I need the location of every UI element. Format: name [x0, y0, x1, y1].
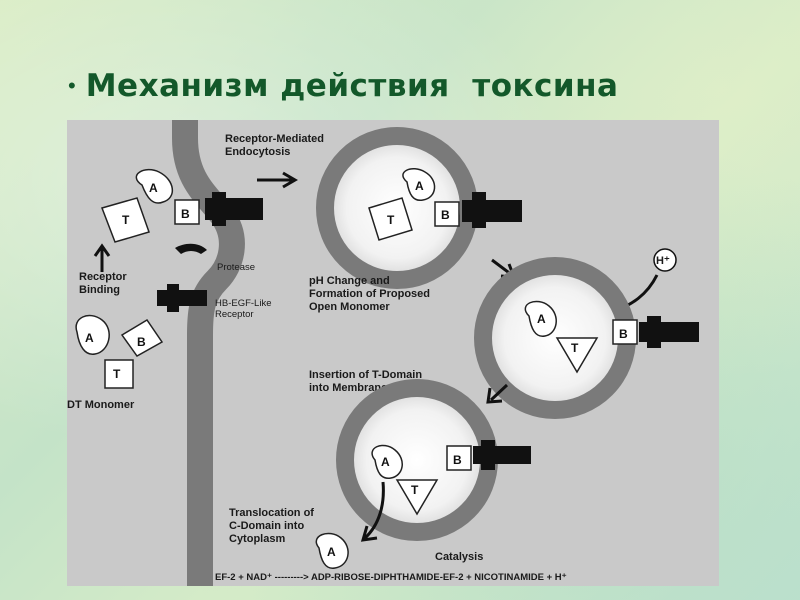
- label-hb-egf-1: HB-EGF-Like: [215, 298, 271, 309]
- cytoplasm-a-letter: A: [327, 545, 336, 559]
- diagram-svg: A T B Protease Receptor Binding HB-EGF-L…: [67, 120, 699, 586]
- proton-marker: [653, 248, 677, 272]
- vesicle-2-complex: A T B: [524, 300, 699, 374]
- monomer-a-letter: A: [85, 331, 94, 345]
- label-endocytosis-2: Endocytosis: [225, 146, 290, 158]
- title-bullet: •: [68, 73, 76, 98]
- label-protease: Protease: [217, 262, 255, 273]
- domain-a-letter: A: [149, 181, 158, 195]
- label-dt-monomer: DT Monomer: [67, 399, 135, 411]
- cytoplasm-a-domain: A: [315, 532, 349, 569]
- domain-b-letter: B: [181, 207, 190, 221]
- arrow-receptor-binding: [93, 243, 111, 272]
- label-ph-change-3: Open Monomer: [309, 301, 390, 313]
- label-insertion-2: into Membrane: [309, 382, 387, 394]
- v3-t-letter: T: [411, 483, 419, 497]
- monomer-t-letter: T: [113, 367, 121, 381]
- v3-b-letter: B: [453, 453, 462, 467]
- label-ph-change-2: Formation of Proposed: [309, 288, 430, 300]
- vesicle-3-complex: A T B: [371, 440, 531, 516]
- label-catalysis: Catalysis: [435, 551, 483, 563]
- label-insertion-1: Insertion of T-Domain: [309, 369, 422, 381]
- label-translocation-2: C-Domain into: [229, 520, 304, 532]
- domain-t-letter: T: [122, 213, 130, 227]
- label-endocytosis-1: Receptor-Mediated: [225, 133, 324, 145]
- label-ph-change-1: pH Change and: [309, 275, 390, 287]
- label-translocation-3: Cytoplasm: [229, 533, 285, 545]
- label-receptor-binding-2: Binding: [79, 284, 120, 296]
- label-proton: H⁺: [656, 255, 670, 267]
- label-translocation-1: Translocation of: [229, 507, 314, 519]
- v1-b-letter: B: [441, 208, 450, 222]
- arrow-insertion: [486, 383, 509, 404]
- v2-t-letter: T: [571, 341, 579, 355]
- label-reaction: EF-2 + NAD⁺ ---------> ADP-RIBOSE-DIPHTH…: [215, 572, 567, 583]
- bound-toxin-complex: A T B: [101, 168, 263, 243]
- v1-t-letter: T: [387, 213, 395, 227]
- arrow-endocytosis: [257, 171, 298, 189]
- v2-a-letter: A: [537, 312, 546, 326]
- arrow-translocation: [360, 481, 385, 542]
- vesicle-1-complex: A T B: [368, 168, 522, 241]
- label-hb-egf-2: Receptor: [215, 309, 254, 320]
- cell-membrane: [172, 120, 245, 586]
- v2-b-letter: B: [619, 327, 628, 341]
- monomer-b-letter: B: [137, 335, 146, 349]
- dt-monomer: A B T: [75, 314, 164, 389]
- slide-title: Механизм действия токсина: [85, 68, 619, 104]
- label-receptor-binding-1: Receptor: [79, 271, 127, 283]
- v3-a-letter: A: [381, 455, 390, 469]
- toxin-mechanism-diagram: A T B Protease Receptor Binding HB-EGF-L…: [67, 120, 719, 586]
- title-row: • Механизм действия токсина: [68, 68, 618, 104]
- hb-egf-receptor: [157, 284, 207, 312]
- protease-shape: [175, 243, 207, 254]
- v1-a-letter: A: [415, 179, 424, 193]
